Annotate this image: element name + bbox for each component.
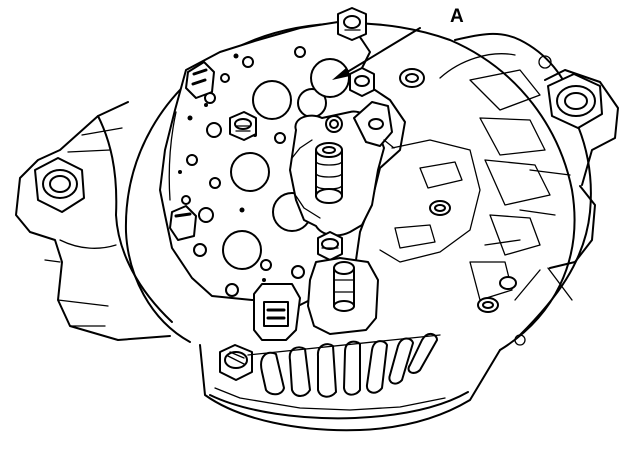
left-mounting-ear xyxy=(15,101,171,341)
lower-terminal-connector xyxy=(253,283,301,341)
cooling-vents xyxy=(247,333,441,398)
right-mounting-ear xyxy=(484,69,619,301)
left-terminal-clip xyxy=(185,61,215,99)
housing-internal-right xyxy=(379,68,481,263)
lower-left-clip xyxy=(169,205,197,241)
b-plus-terminal xyxy=(307,257,379,335)
solder-points xyxy=(178,53,266,282)
right-mounting-nut xyxy=(547,73,603,129)
left-mounting-nut xyxy=(34,157,85,213)
brush-terminal-tab xyxy=(353,101,395,149)
housing-holes-lower-right xyxy=(477,276,526,346)
plate-stud xyxy=(229,111,257,141)
callout-a: A xyxy=(332,6,464,80)
rotor-shaft xyxy=(315,142,343,204)
rectifier-plate-holes xyxy=(181,46,350,297)
regulator-screw-left xyxy=(325,115,343,133)
regulator-screw-upper xyxy=(349,67,375,97)
lower-left-stud xyxy=(219,344,253,381)
top-terminal-clip xyxy=(337,7,367,41)
regulator-screw-lower xyxy=(317,231,343,261)
callout-a-label: A xyxy=(450,6,464,27)
housing-ribs-right xyxy=(439,53,552,301)
